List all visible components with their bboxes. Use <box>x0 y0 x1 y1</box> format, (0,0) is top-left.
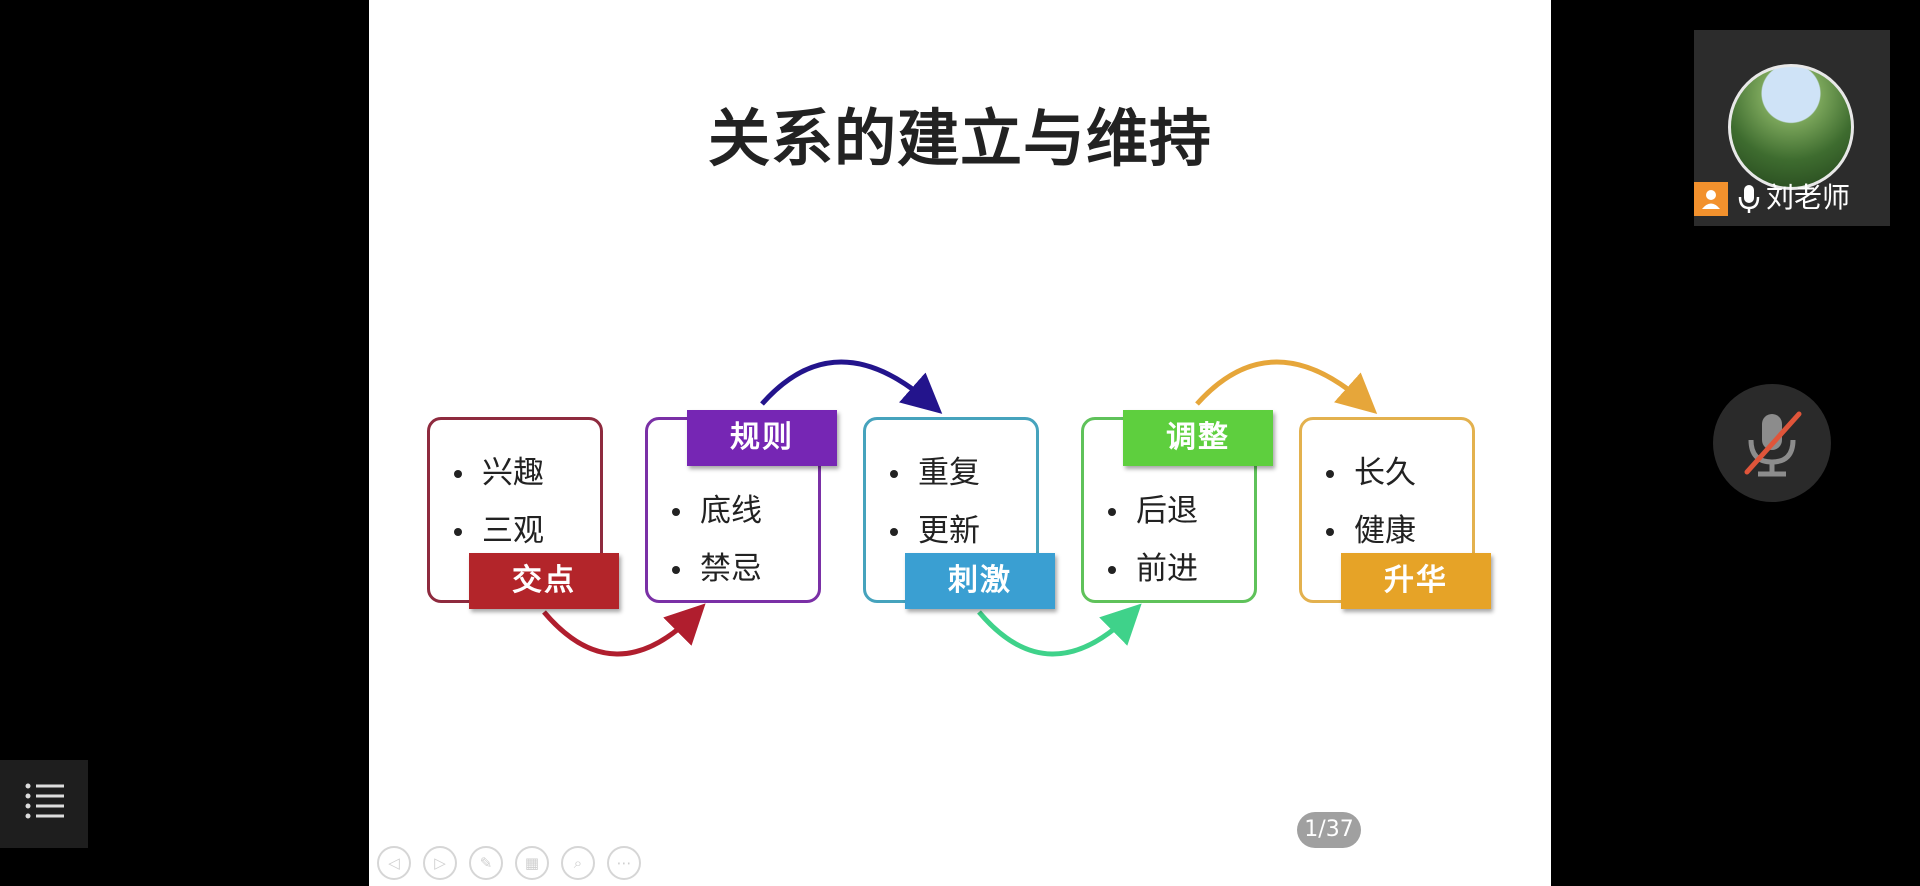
stage-item: 底线 <box>672 482 818 540</box>
host-badge-icon <box>1694 182 1728 216</box>
slide-title: 关系的建立与维持 <box>707 102 1212 175</box>
more-icon: ⋯ <box>616 854 632 872</box>
flow-arrows <box>542 359 1378 657</box>
pen-button[interactable]: ✎ <box>469 846 503 880</box>
zoom-icon: ⌕ <box>573 854 583 872</box>
arrow-1 <box>542 603 706 657</box>
stage-item: 更新 <box>890 502 1036 560</box>
mic-muted-icon <box>1744 411 1802 477</box>
thumbnail-button[interactable]: ▦ <box>515 846 549 880</box>
stage-item: 三观 <box>454 502 600 560</box>
arrow-3 <box>977 603 1142 657</box>
stage-label-stimulus: 刺激 <box>905 553 1055 609</box>
presentation-slide: 关系的建立与维持 兴趣 三观 底线 禁忌 重复 更新 后退 <box>369 0 1551 886</box>
mic-icon <box>1736 182 1762 216</box>
more-button[interactable]: ⋯ <box>607 846 641 880</box>
avatar <box>1728 64 1854 190</box>
stage-item: 长久 <box>1326 444 1472 502</box>
prev-slide-button[interactable]: ◁ <box>377 846 411 880</box>
stage-item: 前进 <box>1108 540 1254 598</box>
stage-label-intersection: 交点 <box>469 553 619 609</box>
prev-icon: ◁ <box>388 854 400 872</box>
page-indicator: 1/37 <box>1297 812 1361 848</box>
grid-icon: ▦ <box>524 854 540 872</box>
stage-item: 后退 <box>1108 482 1254 540</box>
stage-label-sublimation: 升华 <box>1341 553 1491 609</box>
stage-item: 兴趣 <box>454 444 600 502</box>
list-menu-icon <box>25 783 64 819</box>
stage-item: 禁忌 <box>672 540 818 598</box>
stage-item: 重复 <box>890 444 1036 502</box>
pen-icon: ✎ <box>479 854 493 872</box>
stage-label-rules: 规则 <box>687 410 837 466</box>
stage-label-adjust: 调整 <box>1123 410 1273 466</box>
participant-name-row: 刘老师 <box>1694 180 1890 216</box>
arrow-2 <box>760 359 943 414</box>
next-slide-button[interactable]: ▷ <box>423 846 457 880</box>
next-icon: ▷ <box>434 854 446 872</box>
mute-toggle-button[interactable] <box>1713 384 1831 502</box>
menu-button[interactable] <box>0 760 88 848</box>
arrow-4 <box>1195 359 1378 414</box>
stage-item: 健康 <box>1326 502 1472 560</box>
participant-video-tile[interactable]: 刘老师 <box>1694 30 1890 226</box>
participant-name: 刘老师 <box>1766 181 1851 214</box>
zoom-button[interactable]: ⌕ <box>561 846 595 880</box>
